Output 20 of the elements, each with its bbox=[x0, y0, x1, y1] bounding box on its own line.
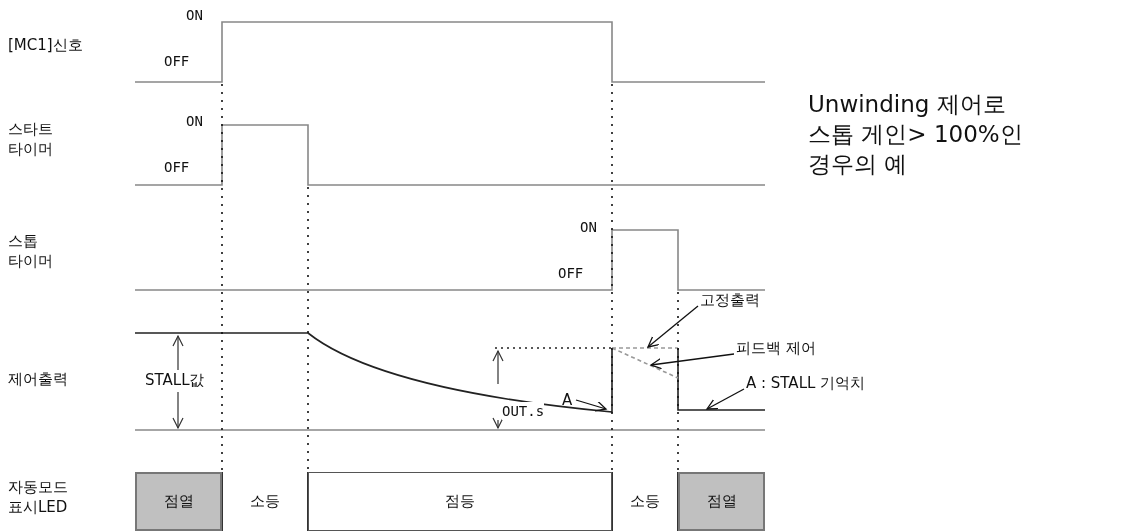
led-state-segment: 점열 bbox=[678, 472, 765, 531]
callout-text: A : STALL 기억치 bbox=[746, 372, 946, 394]
signal-name: [MC1]신호 bbox=[8, 36, 83, 56]
signal-name: 자동모드 표시LED bbox=[8, 478, 69, 517]
led-state-segment: 소등 bbox=[612, 472, 678, 531]
signal-name: 스타트 타이머 bbox=[8, 120, 54, 159]
dimension-label: OUT.s bbox=[502, 402, 545, 421]
callout-text: 피드백 제어 bbox=[736, 337, 846, 359]
leader-line bbox=[650, 353, 735, 370]
signal-name: 제어출력 bbox=[8, 370, 68, 390]
leader-line bbox=[647, 305, 699, 348]
leader-line bbox=[706, 388, 745, 410]
callout-text: 고정출력 bbox=[700, 290, 774, 310]
callout-text: A bbox=[562, 390, 576, 410]
led-state-segment: 점열 bbox=[135, 472, 222, 531]
led-state-segment: 점등 bbox=[308, 472, 612, 531]
led-state-segment: 소등 bbox=[222, 472, 308, 531]
annotation-note: Unwinding 제어로 스톱 게인> 100%인 경우의 예 bbox=[808, 90, 1024, 179]
leader-line bbox=[575, 399, 607, 412]
signal-name: 스톱 타이머 bbox=[8, 232, 54, 271]
